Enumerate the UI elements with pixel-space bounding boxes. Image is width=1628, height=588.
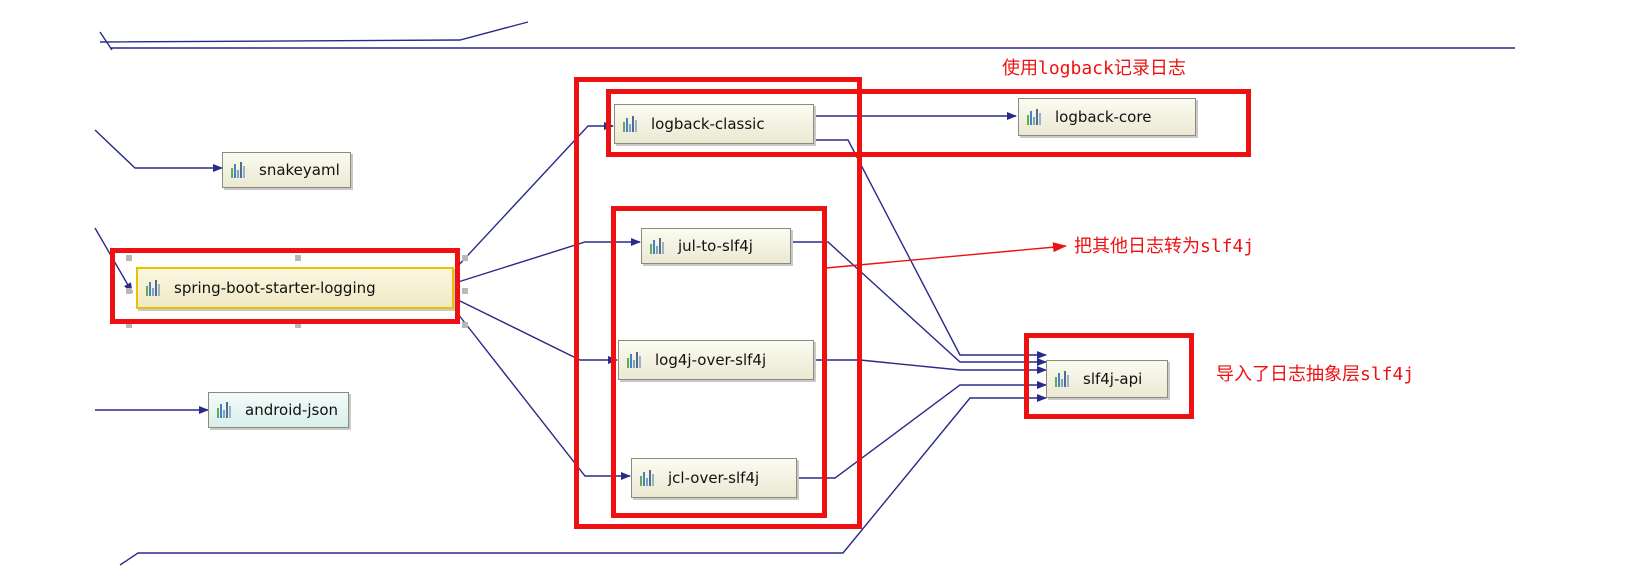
node-logback-core[interactable]: logback-core xyxy=(1018,98,1196,136)
library-jar-icon xyxy=(1027,109,1049,125)
edge-starter-logback-classic xyxy=(455,122,614,269)
annotation-bridges: 把其他日志转为slf4j xyxy=(1074,236,1255,257)
highlight-box-starter xyxy=(110,248,460,324)
node-jul-to-slf4j[interactable]: jul-to-slf4j xyxy=(641,228,791,264)
selection-handle[interactable] xyxy=(462,255,468,261)
annotation-slf4j: 导入了日志抽象层slf4j xyxy=(1216,364,1415,385)
selection-handle[interactable] xyxy=(462,322,468,328)
annotation-logback: 使用logback记录日志 xyxy=(1002,58,1186,79)
edge-jcl-api xyxy=(798,381,1047,479)
node-android-json[interactable]: android-json xyxy=(208,392,350,428)
node-label: snakeyaml xyxy=(259,161,340,179)
node-log4j-over-slf4j[interactable]: log4j-over-slf4j xyxy=(618,340,814,380)
edge-starter-jul xyxy=(457,238,641,283)
node-label: log4j-over-slf4j xyxy=(655,351,767,369)
annotation-arrow xyxy=(825,242,1067,269)
library-jar-icon xyxy=(640,470,662,486)
node-label: android-json xyxy=(245,401,339,419)
node-label: jul-to-slf4j xyxy=(678,237,753,255)
edge-bottom-api xyxy=(119,394,1047,566)
edge-snakeyaml xyxy=(94,129,223,172)
node-jcl-over-slf4j[interactable]: jcl-over-slf4j xyxy=(631,458,797,498)
library-jar-icon xyxy=(231,162,253,178)
node-logback-classic[interactable]: logback-classic xyxy=(614,104,814,144)
selection-handle[interactable] xyxy=(295,255,301,261)
library-jar-icon xyxy=(623,116,645,132)
library-jar-icon xyxy=(1055,371,1077,387)
node-slf4j-api[interactable]: slf4j-api xyxy=(1046,360,1168,398)
node-spring-boot-starter-logging[interactable]: spring-boot-starter-logging xyxy=(136,267,454,309)
edge-starter-log4j xyxy=(457,299,618,364)
edge-top-3 xyxy=(99,31,113,51)
highlight-box-logging-group xyxy=(574,77,862,529)
node-snakeyaml[interactable]: snakeyaml xyxy=(222,152,351,188)
selection-handle[interactable] xyxy=(126,255,132,261)
edge-top-1 xyxy=(99,21,529,43)
edge-classic-api xyxy=(816,139,1047,359)
highlight-box-slf4j-api xyxy=(1024,333,1194,419)
edge-log4j-api xyxy=(816,359,1047,374)
node-label: spring-boot-starter-logging xyxy=(174,279,376,297)
selection-handle[interactable] xyxy=(295,322,301,328)
node-label: logback-core xyxy=(1055,108,1152,126)
selection-handle[interactable] xyxy=(126,322,132,328)
selection-handle[interactable] xyxy=(462,288,468,294)
node-label: logback-classic xyxy=(651,115,765,133)
edge-jul-api xyxy=(792,241,1047,366)
selection-handle[interactable] xyxy=(126,288,132,294)
node-label: jcl-over-slf4j xyxy=(668,469,760,487)
highlight-box-bridges xyxy=(611,206,827,518)
library-jar-icon xyxy=(146,280,168,296)
node-label: slf4j-api xyxy=(1083,370,1143,388)
highlight-box-logback xyxy=(606,89,1251,157)
library-jar-icon xyxy=(217,402,239,418)
library-jar-icon xyxy=(650,238,672,254)
library-jar-icon xyxy=(627,352,649,368)
